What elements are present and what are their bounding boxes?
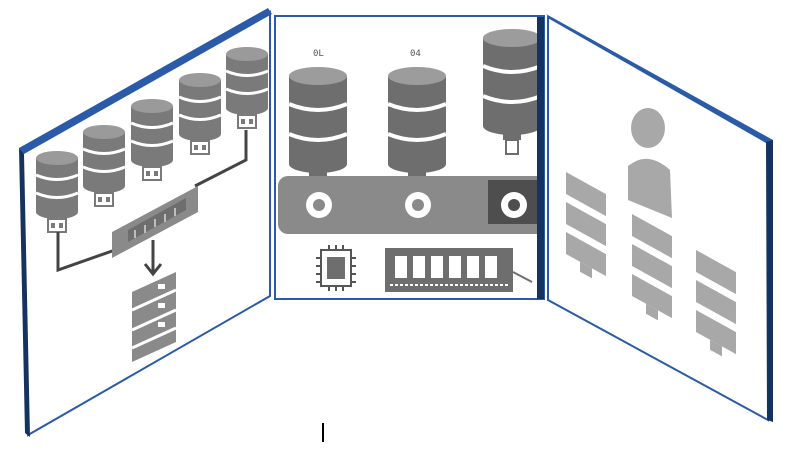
server-switch-icon: [112, 186, 198, 258]
text-cursor: [322, 423, 324, 442]
cpu-chip-icon: [316, 245, 356, 291]
database-label-2: 04: [410, 49, 421, 59]
server-rack-icon: [131, 272, 177, 362]
left-panel: [19, 8, 272, 437]
ram-module-icon: [385, 248, 533, 292]
user-icon: [628, 108, 672, 218]
right-panel: [546, 14, 773, 422]
usb-connector-icon: [278, 176, 543, 234]
center-panel: 0L 04: [274, 15, 545, 300]
database-label-1: 0L: [313, 49, 324, 59]
